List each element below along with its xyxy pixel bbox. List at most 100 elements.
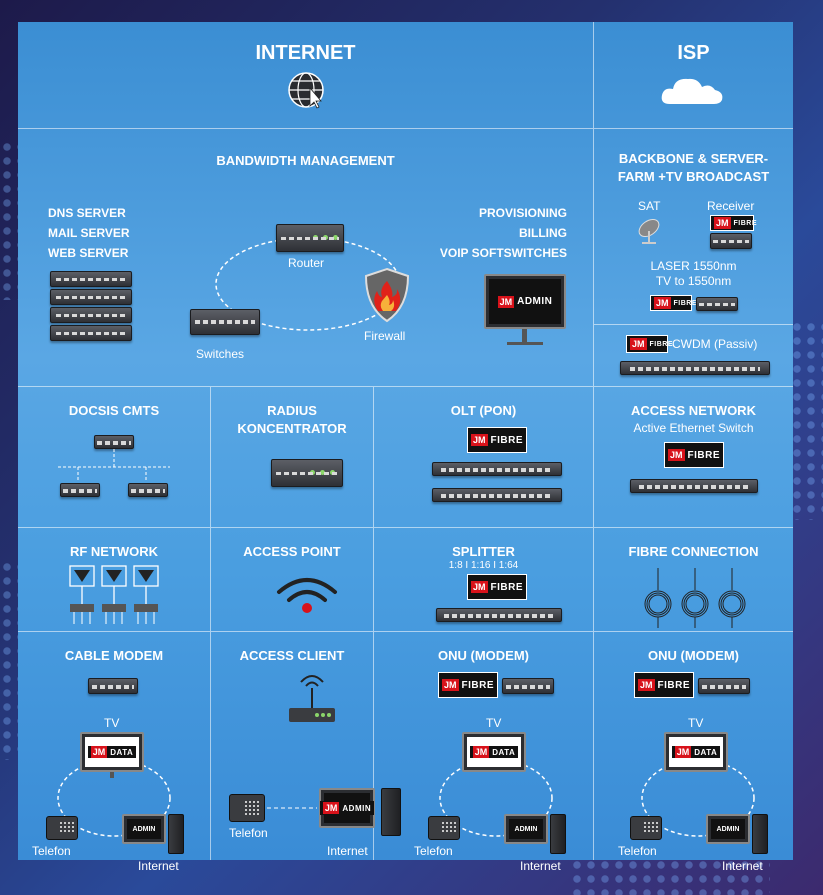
olt-device xyxy=(432,462,562,476)
data-logo-text: DATA xyxy=(110,747,134,757)
admin-logo-text: ADMIN xyxy=(517,296,553,307)
telefon-label: Telefon xyxy=(32,844,71,858)
telefon-label: Telefon xyxy=(229,826,268,840)
internet-cell: INTERNET xyxy=(18,22,594,129)
telefon-label: Telefon xyxy=(414,844,453,858)
backbone-cell: BACKBONE & SERVER- FARM +TV BROADCAST SA… xyxy=(594,129,793,325)
switches-label: Switches xyxy=(196,347,245,361)
home-loop xyxy=(57,759,171,837)
fibre-connection-cell: FIBRE CONNECTION xyxy=(594,528,793,632)
computer-monitor: ADMIN xyxy=(706,814,750,844)
telephone-icon xyxy=(46,816,78,840)
switches-icon xyxy=(190,309,260,335)
cable-modem-device xyxy=(88,678,138,694)
rf-title: RF NETWORK xyxy=(69,544,159,559)
docsis-title: DOCSIS CMTS xyxy=(68,403,160,418)
computer-tower xyxy=(752,814,768,854)
bandwidth-management-cell: BANDWIDTH MANAGEMENT DNS SERVER MAIL SER… xyxy=(18,129,594,387)
router-label: Router xyxy=(288,256,325,270)
cmts-device xyxy=(94,435,134,449)
laser-device xyxy=(696,297,738,311)
isp-title: ISP xyxy=(677,42,710,64)
computer-tower xyxy=(381,788,401,836)
tv-label: TV xyxy=(688,716,704,730)
mail-server-label: MAIL SERVER xyxy=(48,226,130,240)
wifi-icon xyxy=(277,578,337,613)
client-link xyxy=(267,807,317,809)
computer-tower xyxy=(550,814,566,854)
computer-monitor: ADMIN xyxy=(504,814,548,844)
computer-tower xyxy=(168,814,184,854)
bandwidth-title: BANDWIDTH MANAGEMENT xyxy=(216,153,395,168)
receiver-device xyxy=(710,233,752,249)
backbone-title-2: FARM +TV BROADCAST xyxy=(617,169,770,184)
access-point-cell: ACCESS POINT xyxy=(211,528,374,632)
telephone-icon xyxy=(630,816,662,840)
splitter-title: SPLITTER xyxy=(452,544,515,559)
cloud-icon xyxy=(661,78,723,104)
onu-title: ONU (MODEM) xyxy=(648,648,739,663)
radius-cell: RADIUS KONCENTRATOR xyxy=(211,387,374,528)
fibre-coil-icon xyxy=(644,568,746,628)
access-point-title: ACCESS POINT xyxy=(243,544,341,559)
tv-label: TV xyxy=(104,716,120,730)
splitter-ratios: 1:8 I 1:16 I 1:64 xyxy=(448,560,519,571)
docsis-tree xyxy=(58,449,170,481)
network-diagram: INTERNET ISP BANDWIDTH MANAGEMENT DNS SE… xyxy=(18,22,793,873)
onu-device xyxy=(502,678,554,694)
firewall-icon xyxy=(364,267,410,323)
splitter-device xyxy=(436,608,562,622)
laser-line-1: LASER 1550nm xyxy=(650,259,737,273)
onu-device xyxy=(698,678,750,694)
access-network-title: ACCESS NETWORK xyxy=(631,403,756,418)
olt-title: OLT (PON) xyxy=(450,403,517,418)
ethernet-switch xyxy=(630,479,758,493)
receiver-label: Receiver xyxy=(707,199,755,213)
telephone-icon xyxy=(229,794,265,822)
radius-device xyxy=(271,459,343,487)
fibre-connection-title: FIBRE CONNECTION xyxy=(628,544,759,559)
home-loop xyxy=(641,759,755,837)
voip-label: VOIP SOFTSWITCHES xyxy=(439,246,567,260)
internet-label: Internet xyxy=(520,859,561,873)
satellite-dish-icon xyxy=(638,218,660,244)
cwdm-label: CWDM (Passiv) xyxy=(672,337,758,351)
wifi-router-icon xyxy=(289,675,335,722)
telephone-icon xyxy=(428,816,460,840)
radius-title-1: RADIUS xyxy=(267,403,317,418)
cable-modem-title: CABLE MODEM xyxy=(64,648,164,663)
tv-label: TV xyxy=(486,716,502,730)
onu-title: ONU (MODEM) xyxy=(438,648,529,663)
jm-logo: JM xyxy=(497,295,515,308)
server-rack-icon xyxy=(50,271,132,341)
cwdm-device xyxy=(620,361,770,375)
rf-antenna-icon xyxy=(69,565,159,624)
admin-logo-text: ADMIN xyxy=(132,825,156,833)
computer-monitor: ADMIN xyxy=(122,814,166,844)
radius-title-2: KONCENTRATOR xyxy=(237,421,347,436)
internet-label: Internet xyxy=(327,844,368,858)
access-client-title: ACCESS CLIENT xyxy=(239,648,345,663)
cable-modem-device xyxy=(128,483,168,497)
firewall-label: Firewall xyxy=(364,329,406,343)
access-network-subtitle: Active Ethernet Switch xyxy=(633,421,754,435)
